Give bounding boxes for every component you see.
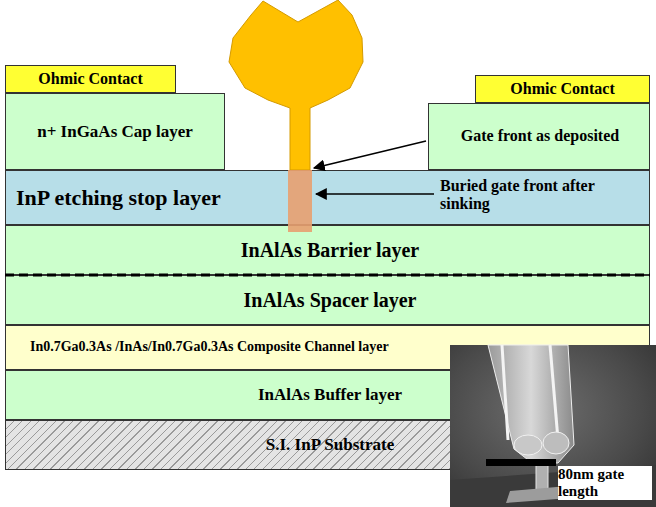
channel-layer: In0.7Ga0.3As /InAs/In0.7Ga0.3As Composit… xyxy=(5,325,650,370)
buffer-layer: InAlAs Buffer layer xyxy=(5,370,650,420)
layer-label: S.I. InP Substrate xyxy=(266,435,394,455)
layer-label: Gate front as deposited xyxy=(461,127,619,145)
annotation-text: Buried gate front after sinking xyxy=(440,177,596,212)
layer-label: Ohmic Contact xyxy=(38,70,142,88)
layer-label: InAlAs Barrier layer xyxy=(241,239,420,262)
t-gate xyxy=(229,0,363,170)
layer-label: InAlAs Spacer layer xyxy=(244,289,417,312)
spacer-layer: InAlAs Spacer layer xyxy=(5,275,650,325)
substrate: S.I. InP Substrate xyxy=(5,420,650,470)
leader-arrow xyxy=(314,141,426,168)
layer-label: In0.7Ga0.3As /InAs/In0.7Ga0.3As Composit… xyxy=(30,339,389,355)
barrier-layer: InAlAs Barrier layer xyxy=(5,225,650,275)
layer-label: InP etching stop layer xyxy=(16,185,221,210)
cap-layer: Gate front as deposited xyxy=(428,103,650,170)
ohmic-contact: Ohmic Contact xyxy=(5,65,176,93)
ohmic-contact: Ohmic Contact xyxy=(475,75,650,103)
scale-label: 80nm gate length xyxy=(558,466,652,500)
layer-label: n+ InGaAs Cap layer xyxy=(37,122,193,142)
annotation-text: 80nm gate length xyxy=(558,466,652,499)
annotation: Buried gate front after sinking xyxy=(440,177,596,213)
layer-label: Ohmic Contact xyxy=(510,80,614,98)
cap-layer: n+ InGaAs Cap layer xyxy=(5,93,225,170)
layer-label: InAlAs Buffer layer xyxy=(258,385,402,405)
